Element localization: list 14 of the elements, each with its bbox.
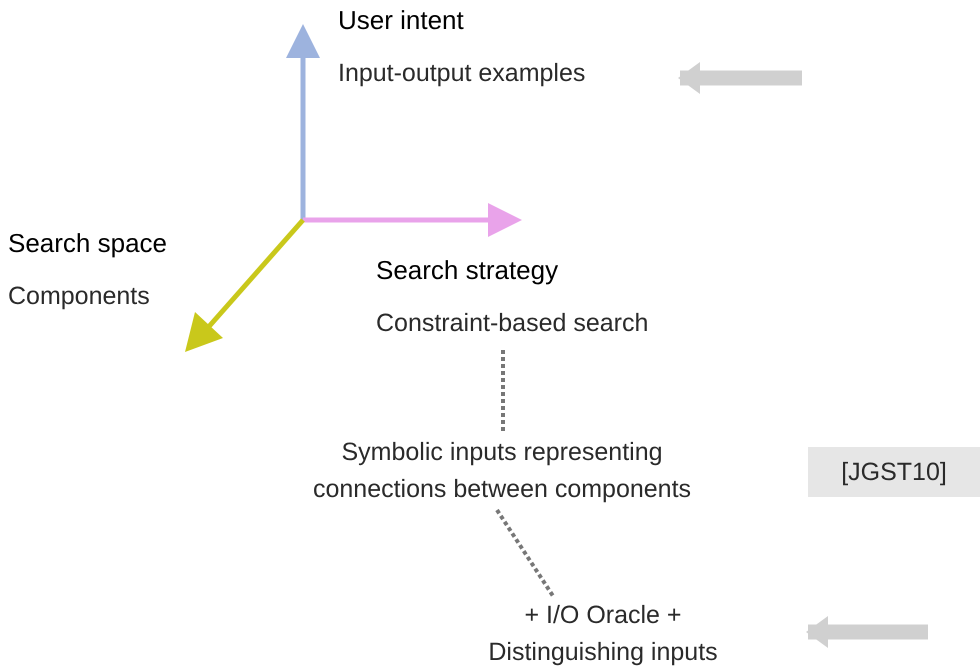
axis-title: Search strategy — [376, 254, 558, 287]
description-text: [JGST10] — [841, 456, 947, 488]
description-text: Constraint-based search — [376, 308, 648, 339]
arrow — [806, 616, 928, 648]
arrow — [678, 62, 802, 94]
citation-box — [808, 447, 980, 497]
axis-title: Search space — [8, 227, 167, 260]
dotted-connector — [501, 350, 505, 432]
description-text: Symbolic inputs representing connections between components — [312, 437, 692, 505]
description-text: Components — [8, 281, 150, 312]
description-text: + I/O Oracle + Distinguishing inputs — [487, 600, 719, 668]
description-text: Input-output examples — [338, 58, 586, 89]
axis-title: User intent — [338, 4, 464, 37]
dotted-connector — [495, 508, 555, 598]
